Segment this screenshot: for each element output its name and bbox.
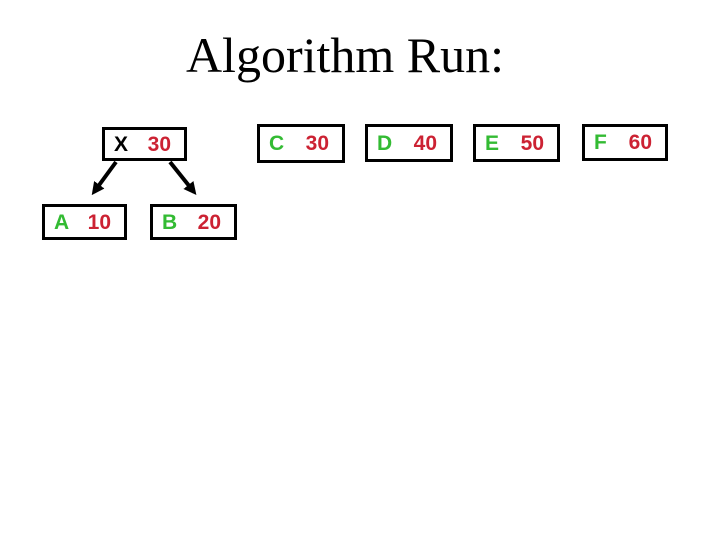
node-d-label: D xyxy=(377,131,393,155)
node-e-value: 50 xyxy=(520,131,544,155)
node-d-value: 40 xyxy=(413,131,437,155)
node-d: D 40 xyxy=(365,124,453,162)
node-x-label: X xyxy=(114,132,129,156)
edge-x-a-arrow xyxy=(91,160,118,196)
node-a-value: 10 xyxy=(87,210,111,234)
node-x-value: 30 xyxy=(147,132,171,156)
node-e-label: E xyxy=(485,131,500,155)
node-c: C 30 xyxy=(257,124,345,163)
node-a-label: A xyxy=(54,210,70,234)
node-b: B 20 xyxy=(150,204,237,240)
node-b-value: 20 xyxy=(197,210,221,234)
node-a: A 10 xyxy=(42,204,127,240)
node-x: X 30 xyxy=(102,127,187,161)
node-e: E 50 xyxy=(473,124,560,162)
node-c-label: C xyxy=(269,132,285,155)
slide-title: Algorithm Run: xyxy=(185,27,505,83)
node-f: F 60 xyxy=(582,124,668,161)
node-f-value: 60 xyxy=(628,131,652,154)
node-b-label: B xyxy=(162,210,178,234)
edge-x-b-arrow xyxy=(168,160,197,195)
node-f-label: F xyxy=(594,131,607,154)
node-c-value: 30 xyxy=(305,132,329,155)
